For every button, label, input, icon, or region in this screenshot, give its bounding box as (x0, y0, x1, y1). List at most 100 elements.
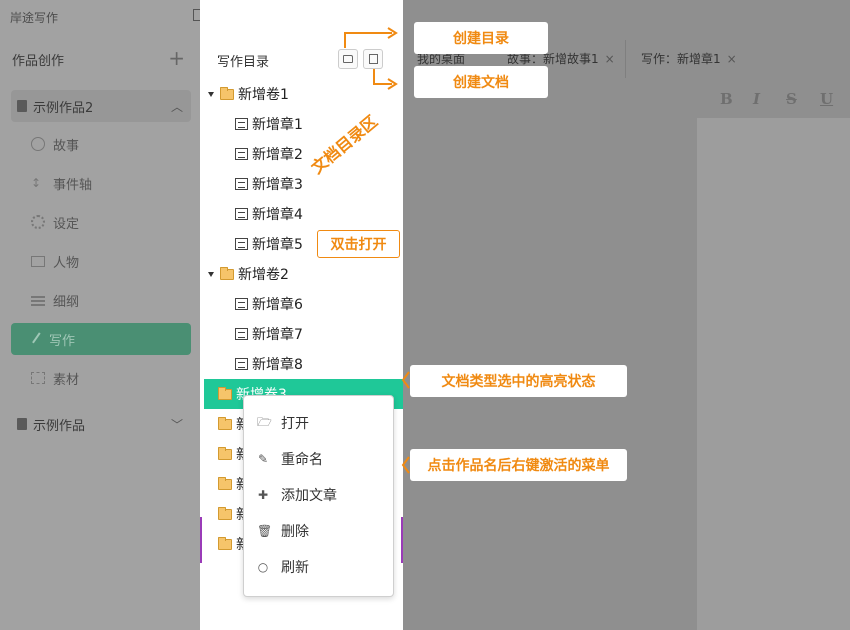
nav-item-materials[interactable]: 素材 (11, 362, 191, 394)
annotation-context-menu: 点击作品名后右键激活的菜单 (410, 449, 627, 481)
folder-icon (220, 86, 234, 100)
menu-item-label: 添加文章 (281, 488, 337, 504)
close-icon[interactable]: × (726, 52, 737, 66)
tree-chapter[interactable]: 新增章5 (204, 229, 403, 259)
strikethrough-button[interactable]: S (786, 90, 797, 108)
work-item[interactable]: 示例作品 ﹀ (11, 408, 191, 440)
annotation-create-doc: 创建文档 (414, 66, 548, 98)
expand-triangle-icon[interactable] (208, 91, 214, 97)
tree-chapter[interactable]: 新增章4 (204, 199, 403, 229)
chapter-label: 新增章4 (252, 207, 303, 223)
work-title: 示例作品2 (33, 100, 94, 116)
tab-writing[interactable]: 写作：新增章1 × (641, 50, 737, 67)
menu-item-label: 重命名 (281, 452, 323, 468)
bold-button[interactable]: B (720, 90, 733, 108)
create-document-button[interactable] (363, 49, 383, 69)
arrowhead-create-dir (387, 27, 398, 39)
document-icon (235, 118, 248, 130)
tab-label: 故事：新增故事1 (507, 52, 599, 66)
chapter-label: 新增章1 (252, 117, 303, 133)
pencil-icon: ✎ (257, 452, 269, 466)
book-icon (17, 100, 27, 112)
app-title: 岸途写作 (10, 11, 59, 25)
tree-chapter[interactable]: 新增章3 (204, 169, 403, 199)
nav-item-writing[interactable]: 写作 (11, 323, 191, 355)
italic-button[interactable]: I (753, 90, 761, 108)
arrowhead-context-menu (401, 456, 410, 474)
work-item-active[interactable]: 示例作品2 ︿ (11, 90, 191, 122)
focus-edge (200, 517, 202, 563)
tab-divider (625, 40, 626, 78)
image-icon (31, 372, 45, 384)
menu-item-open[interactable]: 🗁 打开 (244, 405, 393, 441)
document-icon (235, 238, 248, 250)
document-icon (235, 208, 248, 220)
arrowhead-highlight (401, 371, 410, 389)
nav-item-label: 素材 (53, 372, 80, 388)
context-menu: 🗁 打开 ✎ 重命名 ✚ 添加文章 🗑 删除 ○刷新 (243, 395, 394, 597)
close-icon[interactable]: × (604, 52, 615, 66)
folder-icon (220, 266, 234, 280)
chevron-down-icon[interactable]: ﹀ (170, 418, 183, 432)
nav-item-characters[interactable]: 人物 (11, 245, 191, 277)
nav-item-setting[interactable]: 设定 (11, 206, 191, 238)
sidebar: 岸途写作 作品创作 + 示例作品2 ︿ 故事 ↕ 事件轴 设定 人物 细纲 写作… (0, 0, 200, 630)
menu-item-add-article[interactable]: ✚ 添加文章 (244, 477, 393, 513)
editor-page[interactable] (697, 118, 850, 630)
nav-item-story[interactable]: 故事 (11, 128, 191, 160)
chapter-label: 新增章8 (252, 357, 303, 373)
add-work-icon[interactable]: + (168, 46, 185, 70)
arrow-create-dir (344, 32, 392, 48)
folder-icon (218, 506, 232, 520)
tab-desktop[interactable]: 我的桌面 (417, 50, 465, 67)
document-icon (235, 328, 248, 340)
document-icon (235, 178, 248, 190)
tree-chapter[interactable]: 新增章1 (204, 109, 403, 139)
document-icon (369, 54, 378, 64)
annotation-double-click: 双击打开 (317, 230, 400, 258)
volume-label: 新增卷1 (238, 87, 289, 103)
plus-icon: ✚ (257, 488, 269, 502)
document-icon (235, 148, 248, 160)
menu-item-delete[interactable]: 🗑 删除 (244, 513, 393, 549)
trash-icon: 🗑 (257, 524, 273, 538)
folder-icon (218, 386, 232, 400)
chapter-label: 新增章7 (252, 327, 303, 343)
tree-chapter[interactable]: 新增章6 (204, 289, 403, 319)
tree-volume[interactable]: 新增卷1 (204, 79, 403, 109)
folder-icon (218, 536, 232, 550)
book-icon (17, 418, 27, 430)
underline-button[interactable]: U (820, 90, 834, 108)
section-title: 作品创作 + (12, 46, 190, 70)
nav-item-outline[interactable]: 细纲 (11, 284, 191, 316)
annotation-create-dir: 创建目录 (414, 22, 548, 54)
nav-item-label: 写作 (49, 333, 76, 349)
nav-item-label: 事件轴 (53, 177, 93, 193)
tree-chapter[interactable]: 新增章8 (204, 349, 403, 379)
nav-item-timeline[interactable]: ↕ 事件轴 (11, 167, 191, 199)
arrow-create-doc (373, 69, 392, 85)
nav-item-label: 设定 (53, 216, 80, 232)
menu-item-refresh[interactable]: ○刷新 (244, 549, 393, 585)
expand-triangle-icon[interactable] (208, 271, 214, 277)
refresh-icon: ○ (257, 560, 269, 574)
document-icon (235, 358, 248, 370)
id-card-icon (31, 255, 45, 267)
folder-icon (218, 476, 232, 490)
menu-item-rename[interactable]: ✎ 重命名 (244, 441, 393, 477)
folder-open-icon: 🗁 (257, 414, 272, 429)
tree-volume[interactable]: 新增卷2 (204, 259, 403, 289)
menu-item-label: 打开 (281, 416, 309, 432)
focus-edge (401, 517, 403, 563)
gear-icon (31, 215, 45, 229)
tab-label: 写作：新增章1 (641, 52, 721, 66)
folder-icon (218, 446, 232, 460)
menu-item-label: 删除 (281, 524, 309, 540)
chevron-up-icon[interactable]: ︿ (170, 100, 183, 114)
tab-story[interactable]: 故事：新增故事1 × (507, 50, 615, 67)
tree-chapter[interactable]: 新增章2 (204, 139, 403, 169)
create-folder-button[interactable] (338, 49, 358, 69)
tree-chapter[interactable]: 新增章7 (204, 319, 403, 349)
directory-header: 写作目录 (200, 0, 403, 78)
list-icon (31, 296, 45, 306)
